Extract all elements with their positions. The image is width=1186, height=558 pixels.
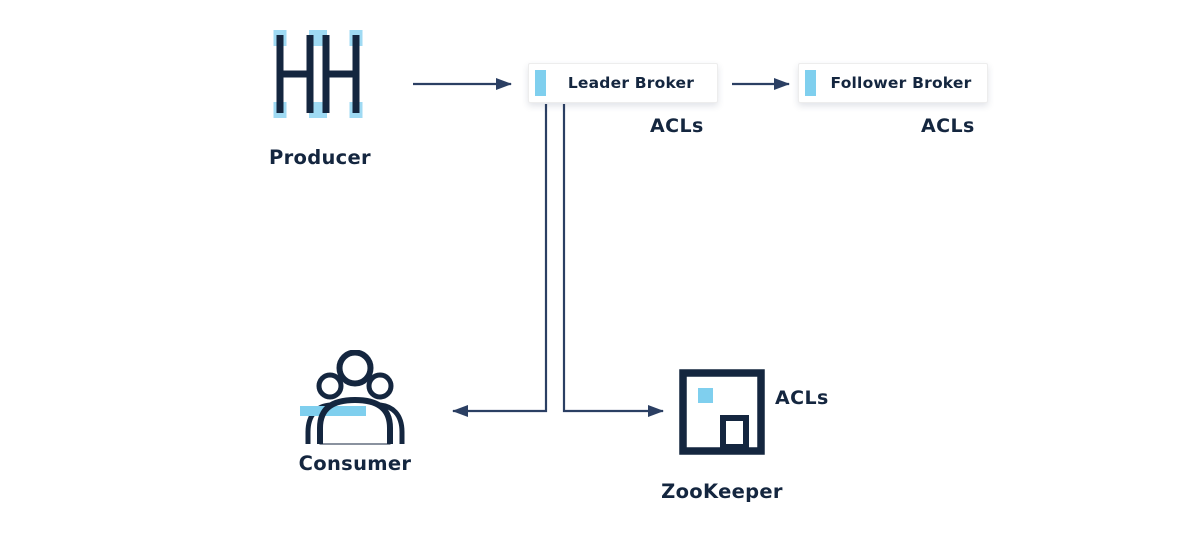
consumer-label: Consumer <box>298 452 412 475</box>
follower-broker-accent-bar <box>805 70 816 96</box>
follower-broker-label: Follower Broker <box>830 74 972 92</box>
zookeeper-acl-label: ACLs <box>775 387 829 409</box>
consumer-icon-body-outline <box>317 396 393 444</box>
consumer-icon-head <box>336 350 374 387</box>
leader-broker-acl-label: ACLs <box>650 115 704 137</box>
zookeeper-icon <box>679 369 765 455</box>
edge-leader-broker-to-consumer <box>452 104 548 417</box>
consumer-icon-accent-bar <box>300 406 366 416</box>
producer-label: Producer <box>269 146 371 169</box>
zookeeper-label: ZooKeeper <box>661 480 783 503</box>
leader-broker-label: Leader Broker <box>567 74 695 92</box>
edge-leader-broker-to-zookeeper <box>562 104 664 417</box>
follower-broker-node: Follower Broker <box>798 63 988 103</box>
producer-icon <box>273 30 363 118</box>
producer-icon-glyph <box>276 35 360 113</box>
zookeeper-icon-accent-square <box>698 388 713 403</box>
zookeeper-icon-door <box>720 415 749 450</box>
leader-broker-node: Leader Broker <box>528 63 718 103</box>
leader-broker-accent-bar <box>535 70 546 96</box>
consumer-icon <box>300 350 405 445</box>
follower-broker-acl-label: ACLs <box>921 115 975 137</box>
